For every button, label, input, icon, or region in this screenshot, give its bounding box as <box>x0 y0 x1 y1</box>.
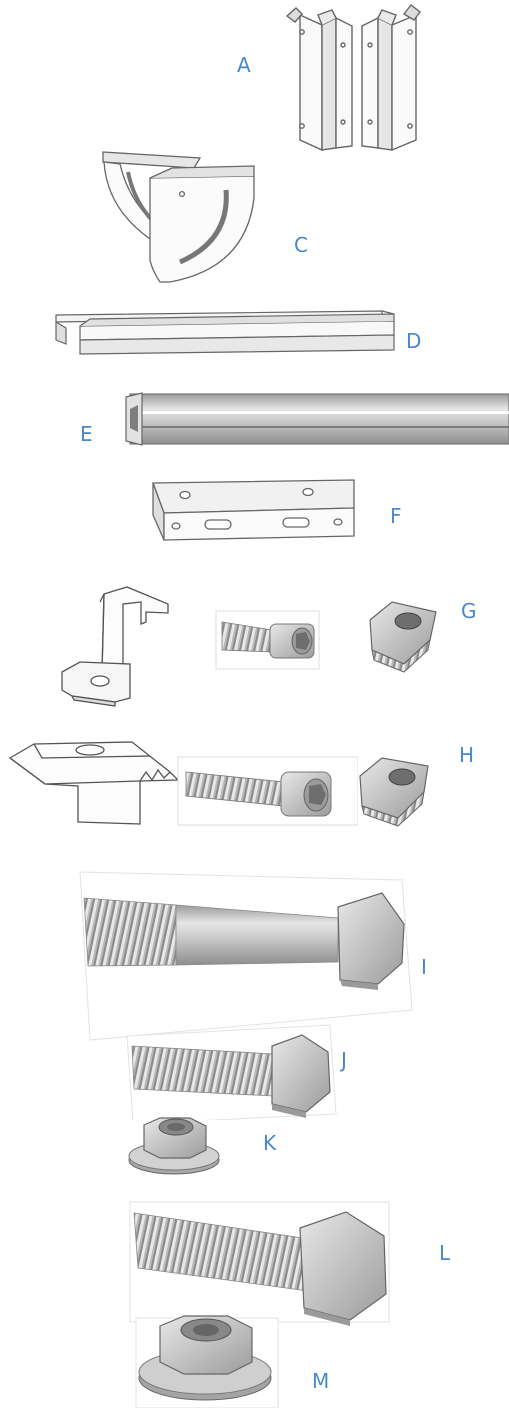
label-l: L <box>439 1241 451 1265</box>
part-e-rail-profile <box>125 392 509 446</box>
label-d: D <box>406 329 422 353</box>
label-c: C <box>294 233 308 257</box>
label-g: G <box>461 599 477 623</box>
part-i-long-hex-bolt <box>79 871 413 1041</box>
part-f-angle-connector <box>152 479 355 541</box>
label-k: K <box>263 1131 277 1155</box>
part-c-slotted-brackets <box>102 151 255 283</box>
part-m-large-flange-nut <box>135 1315 279 1408</box>
part-a-corner-brackets <box>285 4 421 152</box>
label-e: E <box>80 422 93 446</box>
label-m: M <box>312 1369 330 1393</box>
part-l-hex-bolt-large <box>129 1201 390 1326</box>
part-g-socket-screw <box>215 610 320 670</box>
part-g-end-clamp <box>61 586 169 707</box>
label-a: A <box>237 53 251 77</box>
part-h-socket-screw <box>177 756 359 826</box>
label-f: F <box>390 504 402 528</box>
part-g-hammer-nut <box>366 595 454 677</box>
label-h: H <box>459 743 475 767</box>
part-h-hammer-nut <box>358 748 448 827</box>
part-d-long-rails <box>55 310 395 355</box>
part-h-mid-clamp <box>8 741 180 825</box>
label-j: J <box>341 1048 347 1072</box>
part-k-small-flange-nut <box>128 1117 228 1178</box>
label-i: I <box>421 955 427 979</box>
part-j-short-hex-bolt <box>126 1024 337 1125</box>
